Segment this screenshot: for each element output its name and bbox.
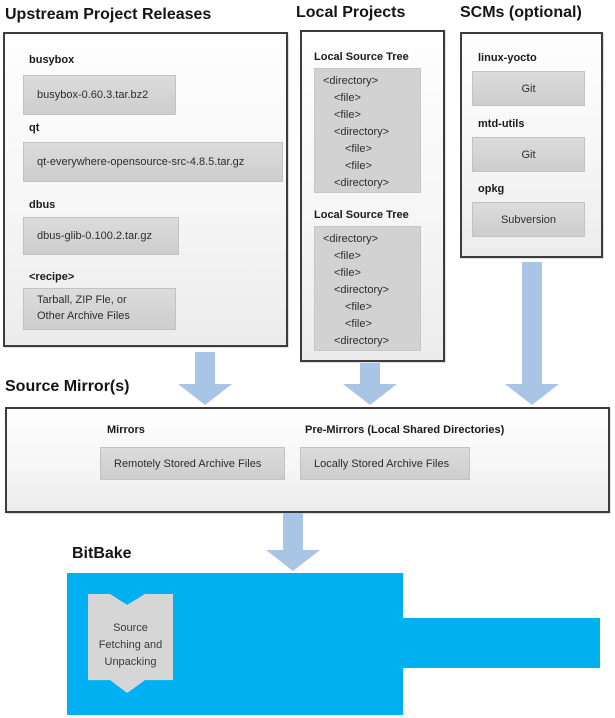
local-source-tree-label: Local Source Tree [314,51,409,63]
scm-type-box: Git [472,137,585,172]
upstream-item-label: dbus [29,199,56,211]
upstream-panel: busybox busybox-0.60.3.tar.bz2 qt qt-eve… [3,32,288,347]
arrow-head [178,384,232,405]
tree-line: <file> [334,109,361,121]
arrow-shaft [195,352,215,385]
arrow-head [266,550,320,571]
scm-type-box: Subversion [472,202,585,237]
tree-line: <directory> [323,233,379,245]
source-fetching-ribbon: Source Fetching and Unpacking [88,594,173,693]
upstream-heading: Upstream Project Releases [5,6,212,23]
tree-line: <directory> [323,75,379,87]
tree-line: <directory> [334,284,390,296]
local-source-tree-label: Local Source Tree [314,209,409,221]
mirrors-box: Remotely Stored Archive Files [100,447,285,480]
scm-item-label: mtd-utils [478,118,525,130]
arrow-head [343,384,397,405]
bitbake-pipeline-arm [403,618,600,668]
down-arrow-upstream [177,352,233,405]
down-arrow-local [342,363,398,405]
tree-line: <file> [334,250,361,262]
upstream-item-label: <recipe> [29,271,75,283]
down-arrow-scms [504,262,560,405]
tree-line: <file> [334,92,361,104]
local-projects-heading: Local Projects [296,4,406,21]
premirrors-label: Pre-Mirrors (Local Shared Directories) [305,424,505,436]
arrow-shaft [360,363,380,385]
local-source-tree-box: <directory> <file> <file> <directory> <f… [314,68,421,193]
tree-line: <file> [345,301,372,313]
local-source-tree-box: <directory> <file> <file> <directory> <f… [314,226,421,351]
arrow-shaft [522,262,542,385]
bitbake-heading: BitBake [72,545,132,562]
source-mirrors-heading: Source Mirror(s) [5,378,130,395]
down-arrow-bitbake [265,513,321,571]
tree-line: <file> [345,160,372,172]
upstream-item-label: busybox [29,54,75,66]
scms-heading: SCMs (optional) [460,4,582,21]
local-projects-panel: Local Source Tree <directory> <file> <fi… [300,30,445,362]
arrow-head [505,384,559,405]
premirrors-box: Locally Stored Archive Files [300,447,470,480]
tree-line: <file> [345,143,372,155]
tree-line: <directory> [334,126,390,138]
tree-line: <directory> [334,335,390,347]
upstream-tarball-box: dbus-glib-0.100.2.tar.gz [23,217,179,255]
upstream-tarball-box: busybox-0.60.3.tar.bz2 [23,75,176,115]
mirrors-label: Mirrors [107,424,145,436]
scm-item-label: opkg [478,183,505,195]
scm-item-label: linux-yocto [478,52,537,64]
scms-panel: linux-yocto Git mtd-utils Git opkg Subve… [460,32,603,258]
tree-line: <file> [334,267,361,279]
scm-type-box: Git [472,71,585,106]
source-mirrors-panel: Mirrors Remotely Stored Archive Files Pr… [5,407,610,513]
arrow-shaft [283,513,303,551]
upstream-tarball-box: qt-everywhere-opensource-src-4.8.5.tar.g… [23,142,283,182]
tree-line: <file> [345,318,372,330]
upstream-tarball-box: Tarball, ZIP Fle, or Other Archive Files [23,288,176,330]
tree-line: <directory> [334,177,390,189]
upstream-item-label: qt [29,122,40,134]
